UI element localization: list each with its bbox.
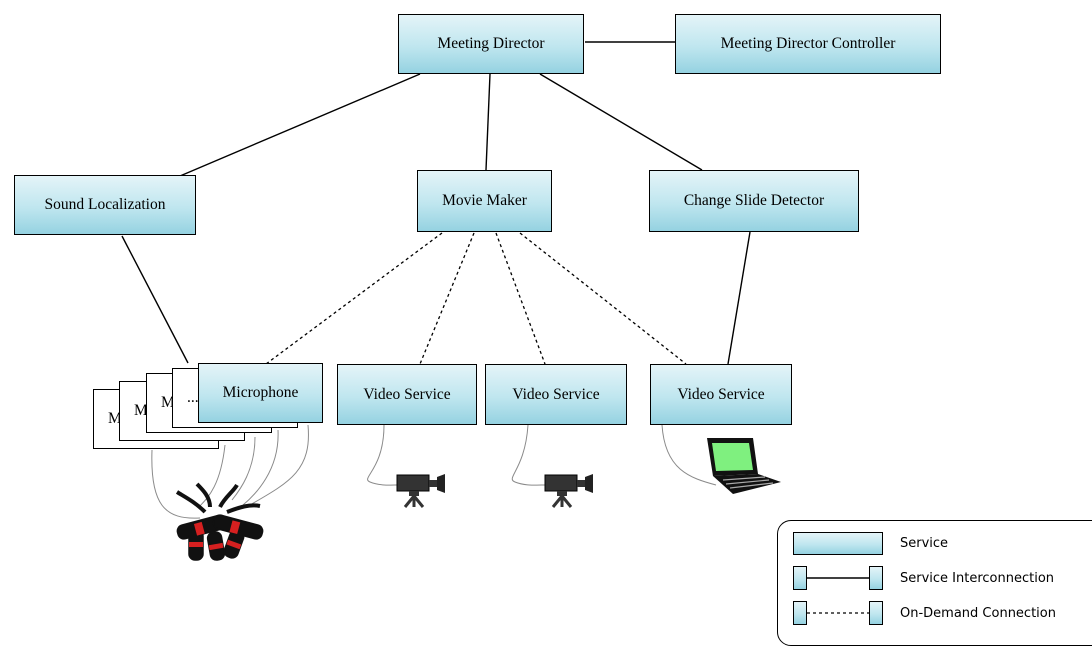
- video-service-label-3: Video Service: [677, 385, 765, 403]
- legend-service-swatch: [793, 532, 883, 555]
- cable-mic-5: [249, 424, 309, 506]
- legend-ondemand-left: [793, 601, 807, 625]
- video-service-node-1: Video Service: [337, 364, 477, 425]
- ondemand-moviemaker-video3: [519, 232, 687, 365]
- sound-localization-node: Sound Localization: [14, 175, 196, 235]
- microphone-label: Microphone: [222, 384, 299, 401]
- link-changeslide-video3: [727, 231, 751, 365]
- link-director-changeslide: [539, 73, 703, 171]
- cable-video3: [661, 424, 717, 486]
- legend-interconnection-label: Service Interconnection: [900, 571, 1055, 586]
- legend-ondemand-label: On-Demand Connection: [900, 606, 1056, 621]
- cable-mic-1: [151, 449, 201, 519]
- microphone-stack-card-1-label: M: [108, 410, 122, 427]
- meeting-director-label: Meeting Director: [437, 35, 545, 52]
- meeting-director-node: Meeting Director: [398, 14, 584, 74]
- microphone-stack-card-3-label: M: [161, 394, 175, 411]
- legend-interconnection-line: [807, 577, 869, 579]
- cable-mic-4: [242, 429, 279, 506]
- cable-video1: [367, 424, 401, 486]
- video-camera-icon: [544, 474, 593, 508]
- legend-ondemand-right: [869, 601, 883, 625]
- microphone-cluster-icon: [175, 482, 264, 561]
- legend-interconnection-right: [869, 566, 883, 590]
- movie-maker-node: Movie Maker: [417, 170, 552, 232]
- ondemand-moviemaker-video1: [419, 232, 475, 365]
- microphone-node: Microphone: [198, 363, 323, 423]
- ondemand-moviemaker-microphone: [265, 232, 443, 365]
- cable-mic-3: [231, 436, 256, 501]
- change-slide-detector-node: Change Slide Detector: [649, 170, 859, 232]
- meeting-director-controller-node: Meeting Director Controller: [675, 14, 941, 74]
- legend-interconnection-left: [793, 566, 807, 590]
- link-director-moviemaker: [485, 73, 491, 171]
- microphone-stack-card-4-label: ...: [187, 389, 199, 406]
- microphone-stack-card-2-label: M: [134, 402, 148, 419]
- video-service-node-3: Video Service: [650, 364, 792, 425]
- video-service-node-2: Video Service: [485, 364, 627, 425]
- change-slide-detector-label: Change Slide Detector: [683, 192, 825, 209]
- video-service-label-2: Video Service: [512, 385, 600, 403]
- link-sound-microphone: [121, 235, 189, 364]
- movie-maker-label: Movie Maker: [442, 192, 527, 209]
- legend-service-label: Service: [900, 536, 949, 551]
- cable-video2: [511, 424, 549, 486]
- legend-ondemand-line: [807, 612, 869, 614]
- laptop-icon: [707, 438, 781, 494]
- video-service-label-1: Video Service: [363, 385, 451, 403]
- video-camera-icon: [396, 474, 445, 508]
- sound-localization-label: Sound Localization: [44, 196, 166, 213]
- meeting-director-controller-label: Meeting Director Controller: [720, 35, 896, 52]
- ondemand-moviemaker-video2: [495, 232, 546, 365]
- link-director-sound: [179, 73, 421, 177]
